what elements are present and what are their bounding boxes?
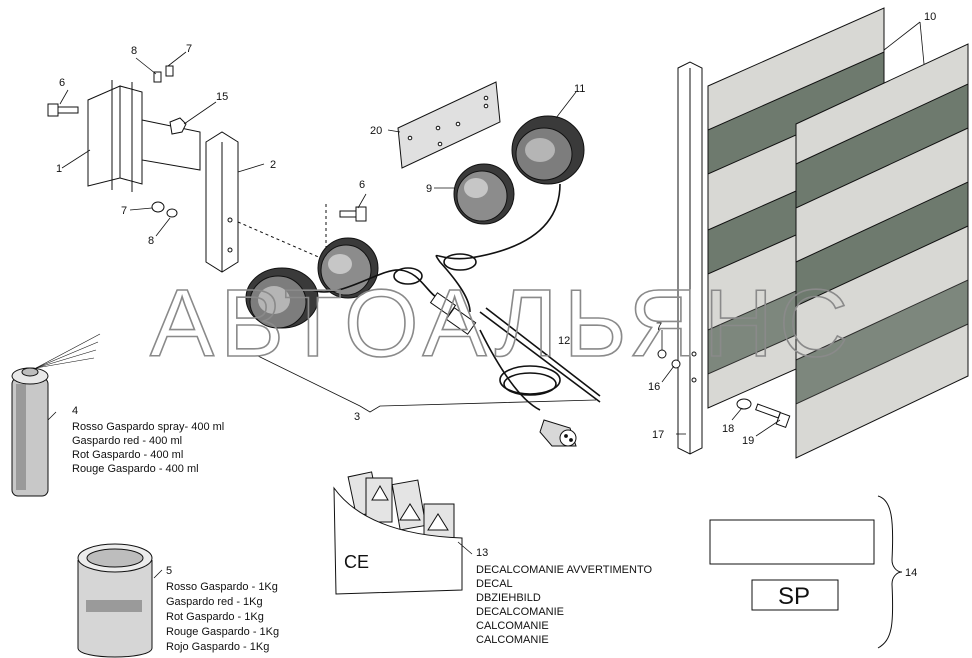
paint-label-line: Gaspardo red - 1Kg [166, 596, 263, 608]
spray-label-line: Rouge Gaspardo - 400 ml [72, 463, 199, 475]
callout-11: 11 [574, 83, 585, 95]
callout-17: 17 [652, 429, 664, 441]
clamp-part-1 [87, 80, 143, 192]
lamp-left [245, 267, 319, 329]
callout-9: 9 [426, 183, 432, 195]
pin-part-8 [153, 71, 162, 83]
decal-label-line: DBZIEHBILD [476, 592, 541, 604]
paint-label-line: Rot Gaspardo - 1Kg [166, 611, 264, 623]
decal-label-line: CALCOMANIE [476, 634, 549, 646]
plug-connector [539, 419, 577, 447]
lamp-lens-part-9 [453, 163, 515, 225]
washer-part-8 [166, 208, 178, 218]
blank-plate [709, 519, 875, 565]
nut-part-7 [151, 201, 165, 213]
callout-2: 2 [270, 159, 276, 171]
plate-part-20 [397, 81, 501, 169]
pin-part-7 [165, 65, 174, 77]
upright-part-2 [205, 131, 239, 273]
decal-pack-part-13 [333, 471, 463, 595]
bolt-part-6 [47, 103, 79, 117]
spray-label-line: Rosso Gaspardo spray- 400 ml [72, 421, 224, 433]
ce-mark: CE [344, 552, 369, 572]
paint-label-block: Rosso Gaspardo - 1Kg Gaspardo red - 1Kg … [166, 581, 279, 653]
callout-numbers: 6 1 2 8 7 15 7 8 6 11 9 20 12 3 10 7 16 … [56, 11, 936, 579]
callout-7-b: 7 [121, 205, 127, 217]
callout-14: 14 [905, 567, 917, 579]
warning-panel-front [795, 43, 969, 459]
bolt-head-6-b [355, 206, 367, 222]
callout-8: 8 [131, 45, 137, 57]
callout-20: 20 [370, 125, 382, 137]
post-part-17 [677, 61, 703, 455]
paint-label-line: Rouge Gaspardo - 1Kg [166, 626, 279, 638]
callout-7-c: 7 [656, 321, 662, 333]
fasteners-16-18-19 [657, 349, 791, 428]
spray-label-line: Gaspardo red - 400 ml [72, 435, 182, 447]
lamp-part-11 [511, 115, 585, 185]
wing-bolt-part-15 [169, 117, 187, 135]
paint-label-line: Rojo Gaspardo - 1Kg [166, 641, 269, 653]
bracket-assembly [47, 65, 367, 273]
callout-19: 19 [742, 435, 754, 447]
leader-lines [47, 21, 925, 579]
callout-15: 15 [216, 91, 228, 103]
decal-label-line: DECALCOMANIE AVVERTIMENTO [476, 564, 652, 576]
callout-3: 3 [354, 411, 360, 423]
decal-label-block: DECALCOMANIE AVVERTIMENTO DECAL DBZIEHBI… [476, 564, 652, 646]
decal-label-line: CALCOMANIE [476, 620, 549, 632]
watermark-text: АВТОАЛЬЯНС [150, 270, 854, 377]
decal-label-line: DECALCOMANIE [476, 606, 564, 618]
callout-16: 16 [648, 381, 660, 393]
paint-label-line: Rosso Gaspardo - 1Kg [166, 581, 278, 593]
paint-tin-part-5 [77, 543, 153, 658]
sp-plate-label: SP [778, 583, 810, 610]
bolt-part-6-b [339, 210, 359, 218]
sp-plate [751, 579, 839, 611]
wiring-harness [311, 183, 601, 411]
bracket-14 [877, 495, 903, 649]
callout-13: 13 [476, 547, 488, 559]
callout-5: 5 [166, 565, 172, 577]
spray-label-line: Rot Gaspardo - 400 ml [72, 449, 183, 461]
callout-1: 1 [56, 163, 62, 175]
callout-4: 4 [72, 405, 78, 417]
lamp-assembly [245, 115, 601, 447]
callout-10: 10 [924, 11, 936, 23]
callout-12: 12 [558, 335, 570, 347]
callout-18: 18 [722, 423, 734, 435]
callout-6: 6 [59, 77, 65, 89]
spray-can-part-4 [11, 333, 101, 497]
callout-7: 7 [186, 43, 192, 55]
callout-8-b: 8 [148, 235, 154, 247]
callout-6-b: 6 [359, 179, 365, 191]
decal-label-line: DECAL [476, 578, 513, 590]
spray-label-block: Rosso Gaspardo spray- 400 ml Gaspardo re… [72, 421, 224, 475]
wire-connector [429, 292, 477, 335]
